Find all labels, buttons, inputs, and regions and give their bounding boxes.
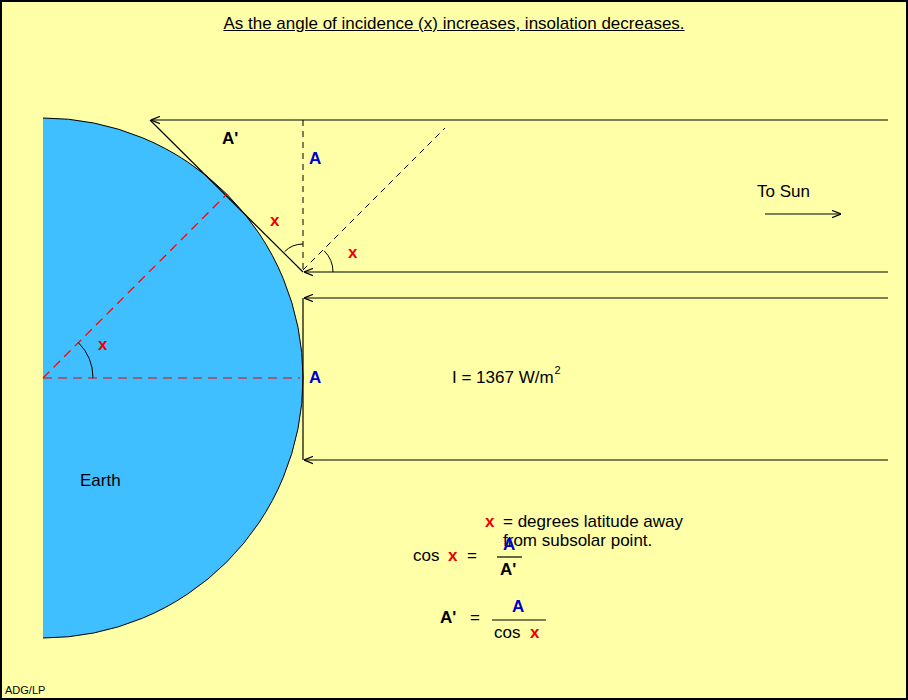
area-label: A xyxy=(309,369,321,388)
fraction-numerator: A xyxy=(503,536,515,555)
equation-sign: = xyxy=(470,609,480,628)
angle-arc xyxy=(285,244,303,252)
point-label: A' xyxy=(222,130,238,149)
earth-disk xyxy=(43,118,303,638)
angle-arc xyxy=(324,251,333,272)
angle-arc xyxy=(78,343,93,378)
area-label: A xyxy=(309,150,321,169)
equation-sign: = xyxy=(467,547,477,566)
fraction-bar xyxy=(497,556,522,557)
sun-ray xyxy=(305,459,888,460)
normal-line xyxy=(303,128,445,270)
direction-label: To Sun xyxy=(757,183,810,202)
intensity-label: I = 1367 W/m xyxy=(452,369,554,388)
equation-term: cos xyxy=(413,547,439,566)
fraction-numerator: A xyxy=(512,598,524,617)
radius-line xyxy=(43,194,227,378)
sun-ray xyxy=(305,297,888,298)
symbol-label: x xyxy=(485,513,494,532)
sun-ray xyxy=(305,271,888,272)
equator-line xyxy=(43,377,300,378)
angle-label: x xyxy=(348,244,357,263)
projection-line xyxy=(303,120,304,270)
equation-term: cos xyxy=(494,624,520,643)
tangent-surface xyxy=(150,120,303,272)
superscript: 2 xyxy=(555,364,561,376)
subsolar-surface xyxy=(302,298,303,460)
title: As the angle of incidence (x) increases,… xyxy=(0,14,908,34)
equation-symbol: x xyxy=(448,547,457,566)
earth-label: Earth xyxy=(80,472,121,491)
legend-note: = degrees latitude away from subsolar po… xyxy=(503,513,693,550)
angle-label: x xyxy=(98,336,107,355)
credit-label: ADG/LP xyxy=(5,684,45,696)
direction-arrow xyxy=(765,213,840,214)
fraction-bar xyxy=(492,619,546,620)
equation-term: A' xyxy=(440,609,456,628)
equation-symbol: x xyxy=(530,624,539,643)
angle-label: x xyxy=(270,212,279,231)
fraction-denominator: A' xyxy=(500,561,516,580)
sun-ray xyxy=(152,119,888,120)
